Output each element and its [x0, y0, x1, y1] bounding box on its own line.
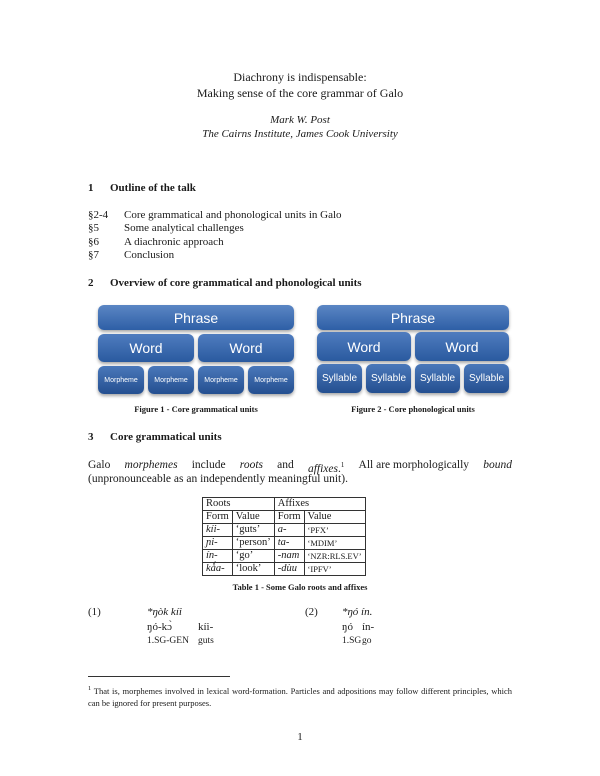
- figure1-phrase-box: Phrase: [98, 305, 294, 330]
- figure2-word-box: Word: [415, 332, 509, 361]
- para-word: include: [191, 459, 226, 471]
- figure2-syllable-box: Syllable: [415, 364, 460, 393]
- footnote: 1 That is, morphemes involved in lexical…: [88, 683, 512, 709]
- figure2-caption: Figure 2 - Core phonological units: [351, 404, 475, 414]
- outline-ref: §6: [88, 236, 99, 248]
- table-subheader: Form: [273, 510, 305, 524]
- figure1-morpheme-box: Morpheme: [248, 366, 294, 394]
- table-cell: -dùu: [273, 562, 305, 576]
- outline-ref: §5: [88, 222, 99, 234]
- example2-gloss2: go: [362, 636, 372, 646]
- outline-text: Core grammatical and phonological units …: [124, 209, 342, 221]
- figure2-phrase-box: Phrase: [317, 305, 509, 330]
- para-word: Galo: [88, 459, 111, 471]
- section3-paragraph-line2: (unpronounceable as an independently mea…: [88, 473, 348, 485]
- figure1-morpheme-box: Morpheme: [198, 366, 244, 394]
- table-subheader-row: Form Value Form Value: [202, 510, 366, 524]
- figure1-word-box: Word: [198, 334, 294, 362]
- table-cell: ta-: [273, 536, 305, 550]
- author-affiliation: The Cairns Institute, James Cook Univers…: [202, 128, 398, 140]
- example2-number: (2): [305, 606, 318, 618]
- paper-title-line1: Diachrony is indispensable:: [233, 70, 367, 84]
- table-cell: ‘MDIM’: [303, 536, 366, 550]
- para-term-morphemes: morphemes: [124, 459, 178, 471]
- table-cell: ‘PFX’: [303, 523, 366, 537]
- section2-number: 2: [88, 277, 94, 289]
- section3-paragraph-line1: Galo morphemes include roots and affixes…: [88, 458, 512, 477]
- example2-morph2: ín-: [362, 621, 375, 633]
- table-subheader: Form: [202, 510, 233, 524]
- example2-line1: *ŋó ín.: [342, 606, 373, 618]
- figure2-syllable-box: Syllable: [317, 364, 362, 393]
- para-period: .: [337, 462, 341, 475]
- author-name: Mark W. Post: [270, 114, 330, 126]
- table-cell: kǻa-: [202, 562, 233, 576]
- example1-line1: *ŋòk kíi: [147, 606, 182, 618]
- example1-morph1: ŋó-kɔ̀: [147, 621, 172, 633]
- table-cell: ‘look’: [231, 562, 275, 576]
- para-term-bound: bound: [483, 459, 512, 471]
- table-row: ín- ‘go’ -nam ‘NZR:RLS.EV’: [202, 549, 366, 563]
- footnote-text: That is, morphemes involved in lexical w…: [88, 685, 512, 708]
- figure1-caption: Figure 1 - Core grammatical units: [134, 404, 258, 414]
- example1-morph2: kíi-: [198, 621, 214, 633]
- figure2-syllable-box: Syllable: [366, 364, 411, 393]
- para-word: and: [277, 459, 294, 471]
- example2-morph1: ŋó: [342, 621, 353, 633]
- table-subheader: Value: [231, 510, 275, 524]
- table-cell: ín-: [202, 549, 233, 563]
- figure1-morpheme-box: Morpheme: [98, 366, 144, 394]
- table-cell: ɲi-: [202, 536, 233, 550]
- section1-title: Outline of the talk: [110, 182, 196, 194]
- paper-title-line2: Making sense of the core grammar of Galo: [196, 86, 404, 100]
- section1-number: 1: [88, 182, 94, 194]
- outline-text: Conclusion: [124, 249, 175, 261]
- para-term-roots: roots: [239, 459, 263, 471]
- para-phrase: All are morphologically: [358, 459, 470, 471]
- table-cell: ‘IPFV’: [303, 562, 366, 576]
- figure1-morpheme-box: Morpheme: [148, 366, 194, 394]
- table-row: kíi- ‘guts’ a- ‘PFX’: [202, 523, 366, 537]
- footnote-separator: [88, 676, 230, 677]
- example1-number: (1): [88, 606, 101, 618]
- outline-ref: §7: [88, 249, 99, 261]
- page-number: 1: [297, 731, 303, 743]
- table-cell: a-: [273, 523, 305, 537]
- example1-gloss2: guts: [198, 636, 214, 646]
- footnote-ref[interactable]: 1: [340, 461, 345, 469]
- example2-gloss1: 1.SG: [342, 636, 362, 646]
- table-cell: ‘NZR:RLS.EV’: [303, 549, 366, 563]
- table-cell: ‘go’: [231, 549, 275, 563]
- outline-ref: §2-4: [88, 209, 109, 221]
- table-header-roots: Roots: [202, 497, 275, 511]
- section3-number: 3: [88, 431, 94, 443]
- para-affixes-with-footnote: affixes.1: [308, 458, 344, 477]
- figure2-word-box: Word: [317, 332, 411, 361]
- roots-affixes-table: Roots Affixes Form Value Form Value kíi-…: [202, 497, 366, 576]
- table1-caption: Table 1 - Some Galo roots and affixes: [232, 582, 368, 592]
- figure1-word-box: Word: [98, 334, 194, 362]
- table-header-affixes: Affixes: [273, 497, 366, 511]
- table-subheader: Value: [303, 510, 366, 524]
- table-cell: ‘guts’: [231, 523, 275, 537]
- table-row: ɲi- ‘person’ ta- ‘MDIM’: [202, 536, 366, 550]
- table-row: kǻa- ‘look’ -dùu ‘IPFV’: [202, 562, 366, 576]
- figure2-syllable-box: Syllable: [464, 364, 509, 393]
- example1-gloss1: 1.SG-GEN: [147, 636, 189, 646]
- para-term-affixes: affixes: [307, 462, 338, 475]
- table-cell: ‘person’: [231, 536, 275, 550]
- table-cell: kíi-: [202, 523, 233, 537]
- outline-text: A diachronic approach: [124, 236, 224, 248]
- section3-title: Core grammatical units: [110, 431, 222, 443]
- section2-title: Overview of core grammatical and phonolo…: [110, 277, 362, 289]
- table-cell: -nam: [273, 549, 305, 563]
- footnote-mark: 1: [88, 685, 92, 692]
- outline-text: Some analytical challenges: [124, 222, 244, 234]
